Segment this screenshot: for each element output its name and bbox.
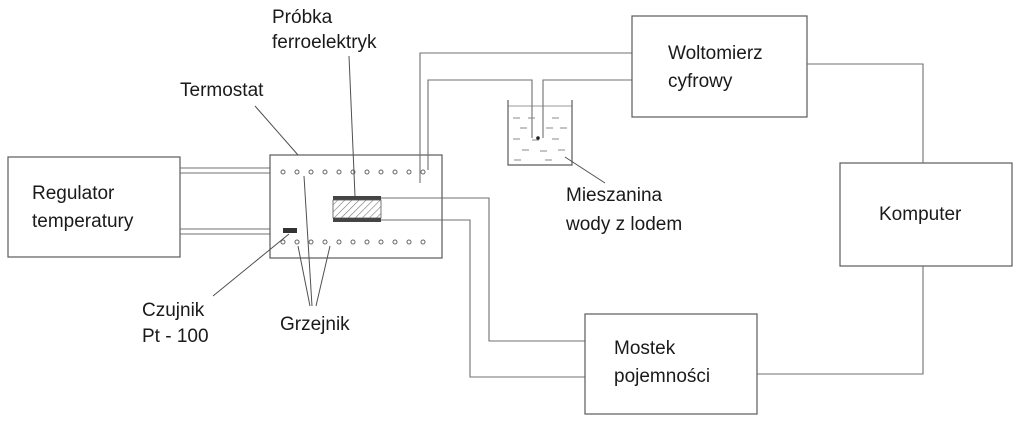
probka-label-line2: ferroelektryk [272, 32, 377, 53]
regulator-label-line2: temperatury [32, 211, 134, 232]
sample-electrode-top [333, 196, 381, 200]
czujnik-label-line1: Czujnik [142, 300, 205, 321]
voltmeter-label-line2: cyfrowy [668, 71, 733, 92]
termostat-label: Termostat [180, 80, 264, 101]
heater-coil-bottom [280, 239, 426, 245]
mieszanina-label-line1: Mieszanina [566, 185, 663, 206]
mieszanina-label-line2: wody z lodem [565, 214, 682, 235]
probka-annotation: Próbka ferroelektryk [272, 7, 377, 197]
bridge-label-line1: Mostek [614, 338, 676, 359]
voltmeter-label-line1: Woltomierz [668, 43, 763, 64]
voltmeter-block: Woltomierz cyfrowy [631, 15, 808, 118]
regulator-connections [180, 167, 283, 235]
mieszanina-annotation: Mieszanina wody z lodem [564, 156, 682, 235]
grzejnik-annotation: Grzejnik [280, 175, 350, 335]
computer-connections [757, 63, 924, 375]
regulator-box [7, 156, 181, 258]
sample [332, 196, 382, 222]
bridge-label-line2: pojemności [614, 366, 710, 387]
heater-coil-top [280, 169, 426, 175]
czujnik-annotation: Czujnik Pt - 100 [142, 233, 290, 347]
thermocouple-wires [419, 52, 632, 183]
capacitance-bridge-box [584, 313, 758, 415]
ice-water-beaker [507, 100, 573, 166]
capacitance-bridge-block: Mostek pojemności [584, 313, 758, 415]
grzejnik-label: Grzejnik [280, 314, 350, 335]
computer-box [839, 162, 1013, 267]
computer-block: Komputer [839, 162, 1013, 267]
sample-body [332, 199, 382, 219]
sample-electrode-bottom [333, 218, 381, 222]
pt100-sensor [283, 228, 297, 233]
sample-to-bridge-wires [381, 197, 585, 378]
regulator-block: Regulator temperatury [7, 156, 181, 258]
czujnik-label-line2: Pt - 100 [142, 326, 209, 347]
regulator-label-line1: Regulator [32, 183, 115, 204]
voltmeter-box [631, 15, 808, 118]
computer-label: Komputer [879, 204, 962, 225]
probka-label-line1: Próbka [272, 7, 333, 28]
termostat-annotation: Termostat [180, 80, 299, 156]
thermocouple-junction [536, 136, 540, 140]
